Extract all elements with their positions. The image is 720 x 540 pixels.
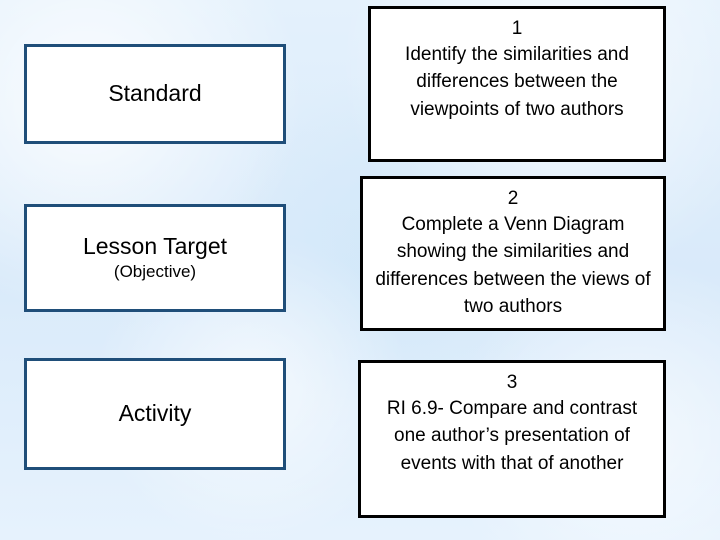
label-box-activity: Activity (24, 358, 286, 470)
content-box-lesson-target: 2 Complete a Venn Diagram showing the si… (360, 176, 666, 331)
content-text-3: RI 6.9- Compare and contrast one author’… (386, 397, 638, 474)
content-number-1: 1 (511, 18, 523, 39)
content-box-standard: 1 Identify the similarities and differen… (368, 6, 666, 162)
label-text-standard: Standard (108, 80, 202, 107)
label-box-lesson-target: Lesson Target (Objective) (24, 204, 286, 312)
content-box-activity: 3 RI 6.9- Compare and contrast one autho… (358, 360, 666, 518)
label-box-standard: Standard (24, 44, 286, 144)
content-number-2: 2 (507, 188, 519, 209)
content-text-1: Identify the similarities and difference… (405, 43, 629, 120)
content-text-2: Complete a Venn Diagram showing the simi… (375, 213, 651, 318)
label-text-activity: Activity (118, 400, 192, 427)
label-subtext-objective: (Objective) (113, 262, 197, 282)
label-text-lesson-target: Lesson Target (82, 233, 228, 259)
content-number-3: 3 (506, 372, 518, 393)
